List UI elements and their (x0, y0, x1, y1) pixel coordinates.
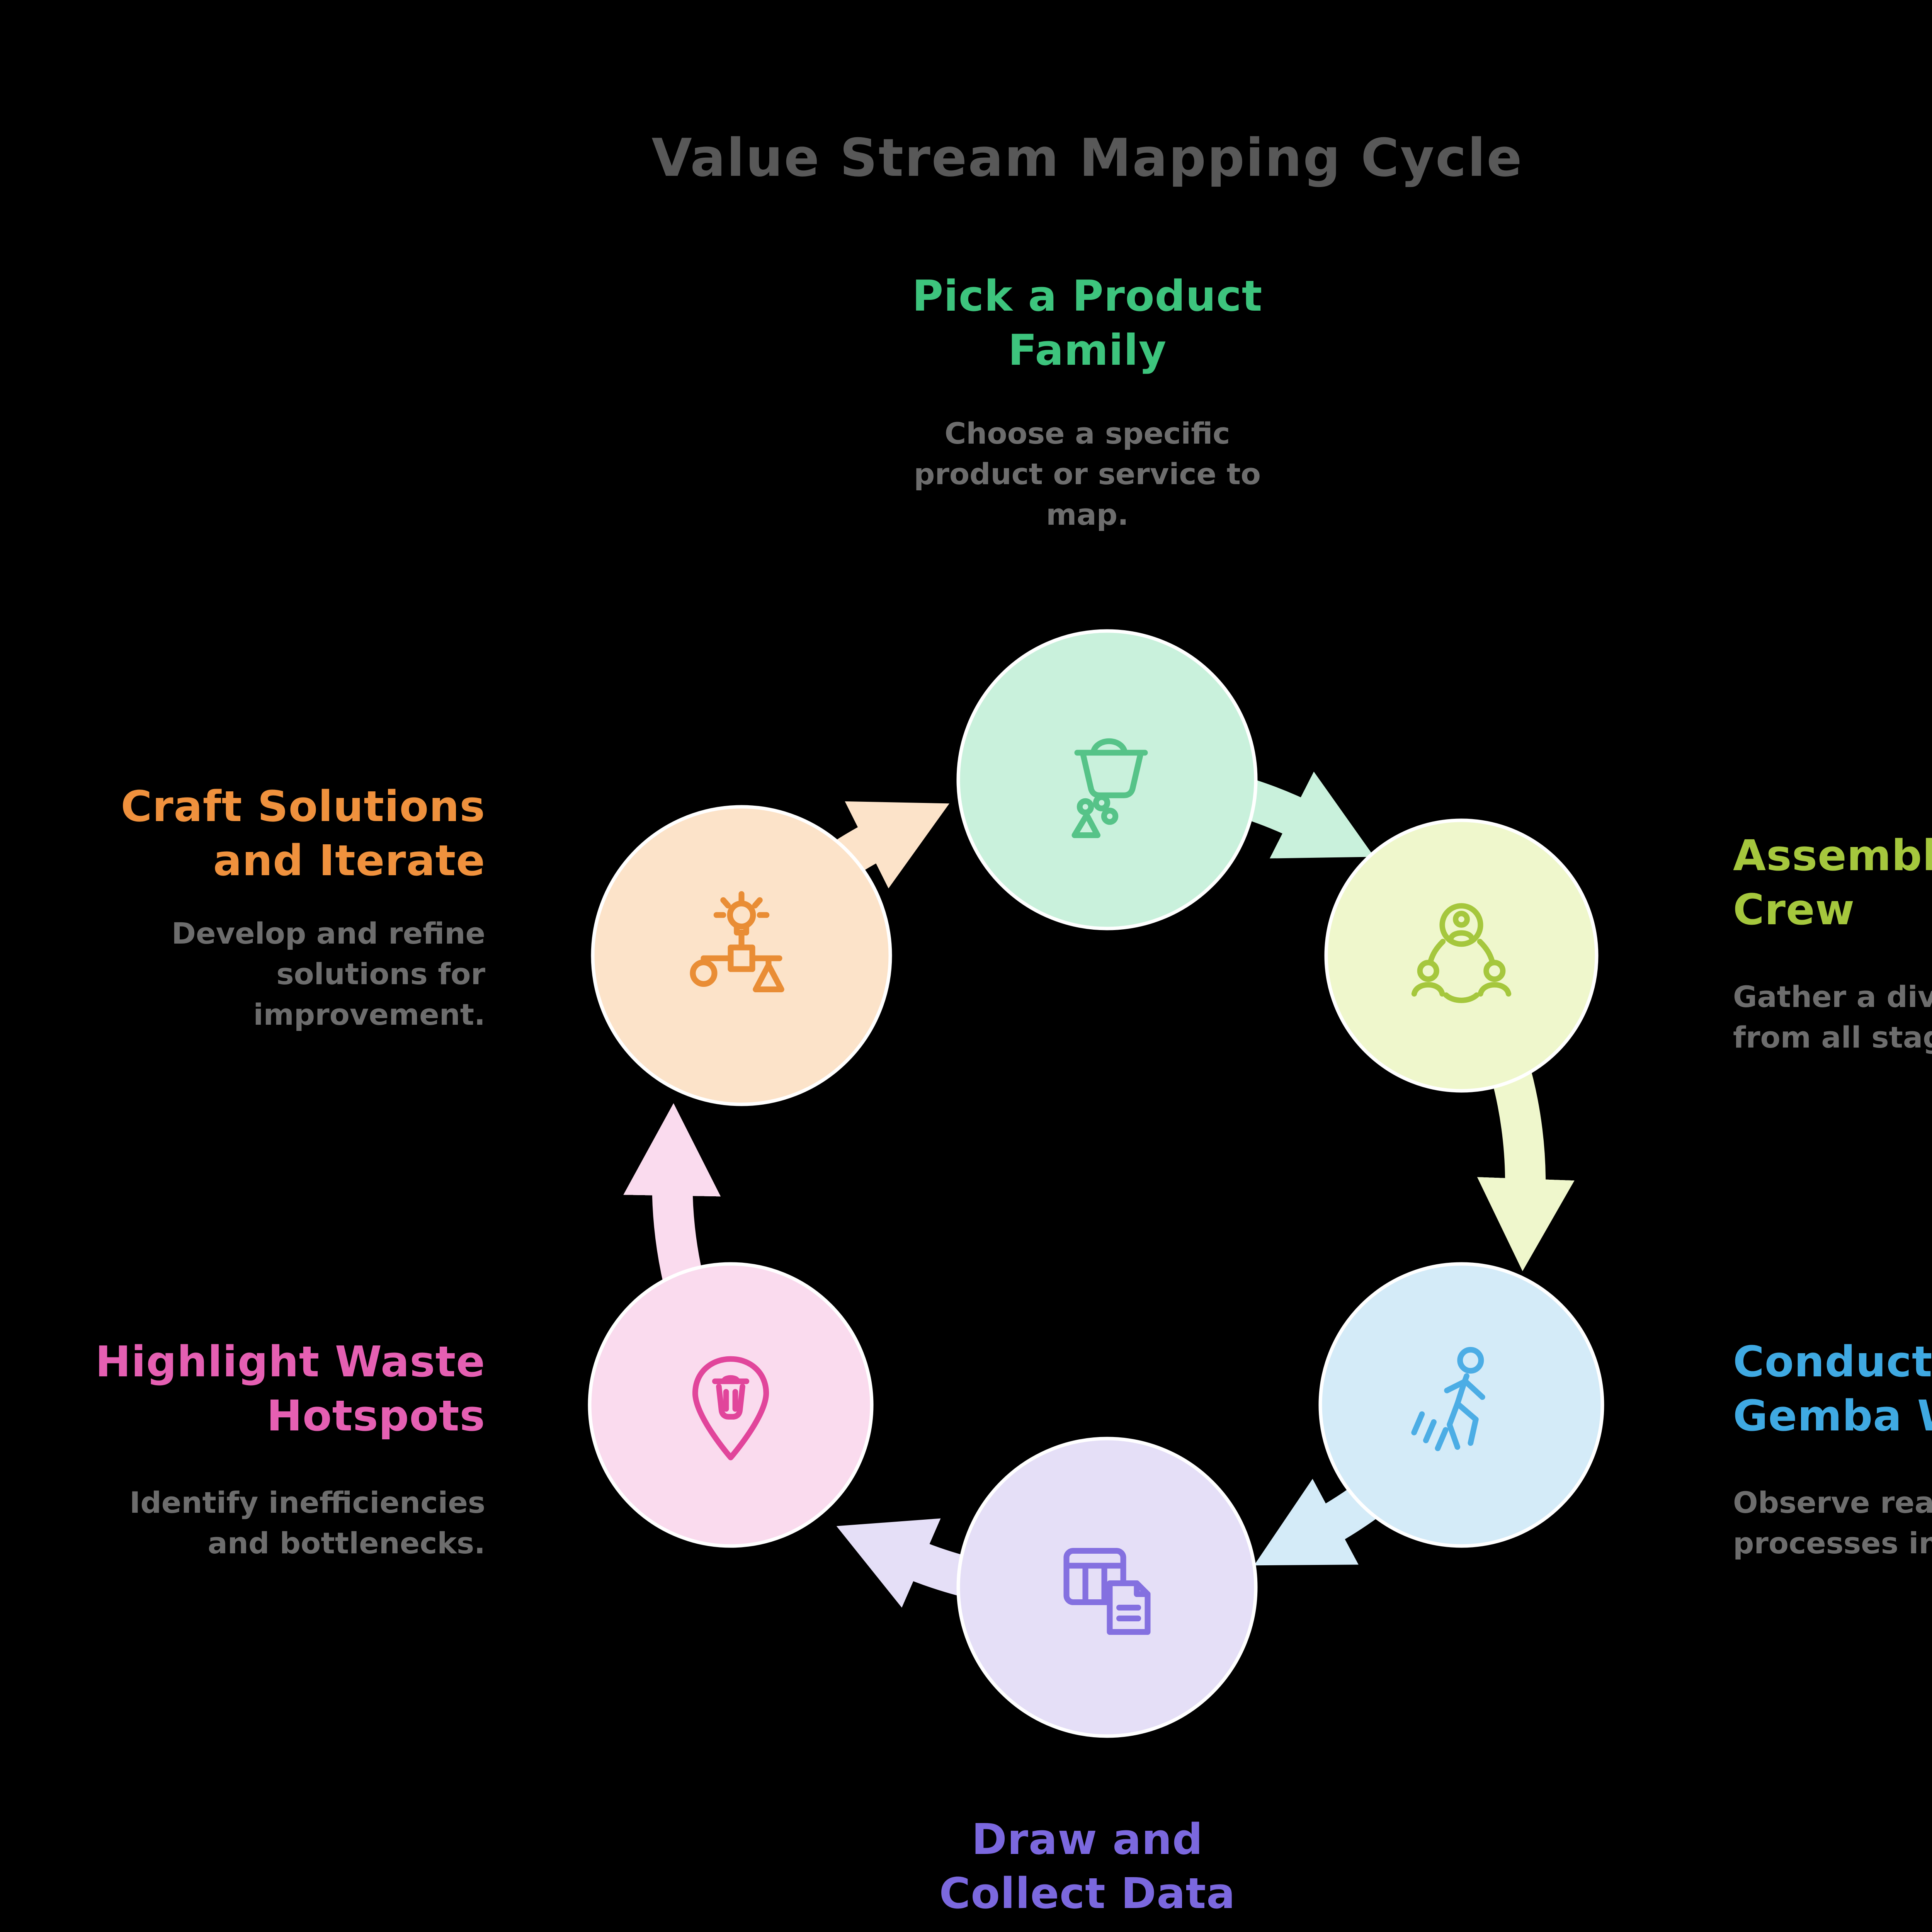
step-circle-craft-solutions-iterate (591, 805, 892, 1106)
table-document-icon (1063, 1548, 1151, 1635)
step-description-assemble-crew: Gather a diverse team from all stages. (1733, 980, 1932, 1054)
step-description-conduct-gemba-walk: Observe real-world processes in action. (1733, 1485, 1932, 1560)
step-circle-highlight-waste-hotspots (588, 1262, 874, 1548)
team-icon (1411, 903, 1512, 1003)
step-title-assemble-crew: Assemble the Crew (1733, 831, 1932, 934)
step-description-craft-solutions-iterate: Develop and refine solutions for improve… (171, 916, 485, 1032)
step-circle-assemble-crew (1324, 818, 1599, 1093)
idea-flowchart-icon (690, 891, 784, 993)
step-title-conduct-gemba-walk: Conduct Gemba Walk (1733, 1337, 1932, 1440)
step-title-craft-solutions-iterate: Craft Solutions and Iterate (121, 782, 485, 885)
step-circle-pick-product-family (956, 629, 1258, 930)
walking-person-icon (1411, 1347, 1485, 1451)
step-description-highlight-waste-hotspots: Identify inefficiencies and bottlenecks. (129, 1485, 485, 1560)
diagram-title: Value Stream Mapping Cycle (651, 128, 1523, 188)
step-description-pick-product-family: Choose a specific product or service to … (913, 416, 1261, 532)
step-title-highlight-waste-hotspots: Highlight Waste Hotspots (95, 1337, 485, 1440)
step-title-pick-product-family: Pick a Product Family (912, 271, 1263, 375)
step-title-draw-collect-data: Draw and Collect Data (939, 1815, 1236, 1918)
basket-icon (1071, 738, 1148, 838)
waste-pin-icon (692, 1356, 769, 1461)
